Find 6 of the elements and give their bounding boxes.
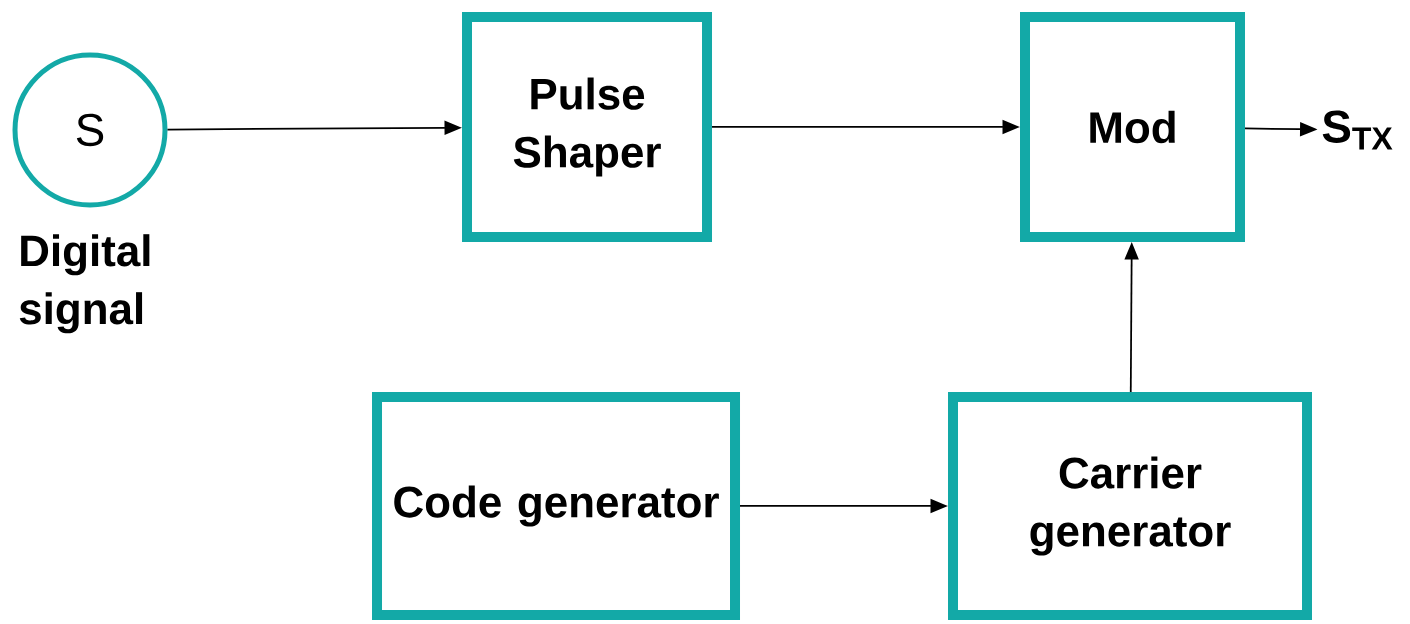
block-box: Mod bbox=[1020, 12, 1245, 242]
block-box: Pulse Shaper bbox=[462, 12, 712, 242]
node-caption: Digital signal bbox=[19, 234, 150, 334]
block-box: Code generator bbox=[372, 392, 740, 620]
output-label: S$_{TX}$ bbox=[1322, 110, 1393, 150]
block-box: Carrier generator bbox=[948, 392, 1312, 620]
